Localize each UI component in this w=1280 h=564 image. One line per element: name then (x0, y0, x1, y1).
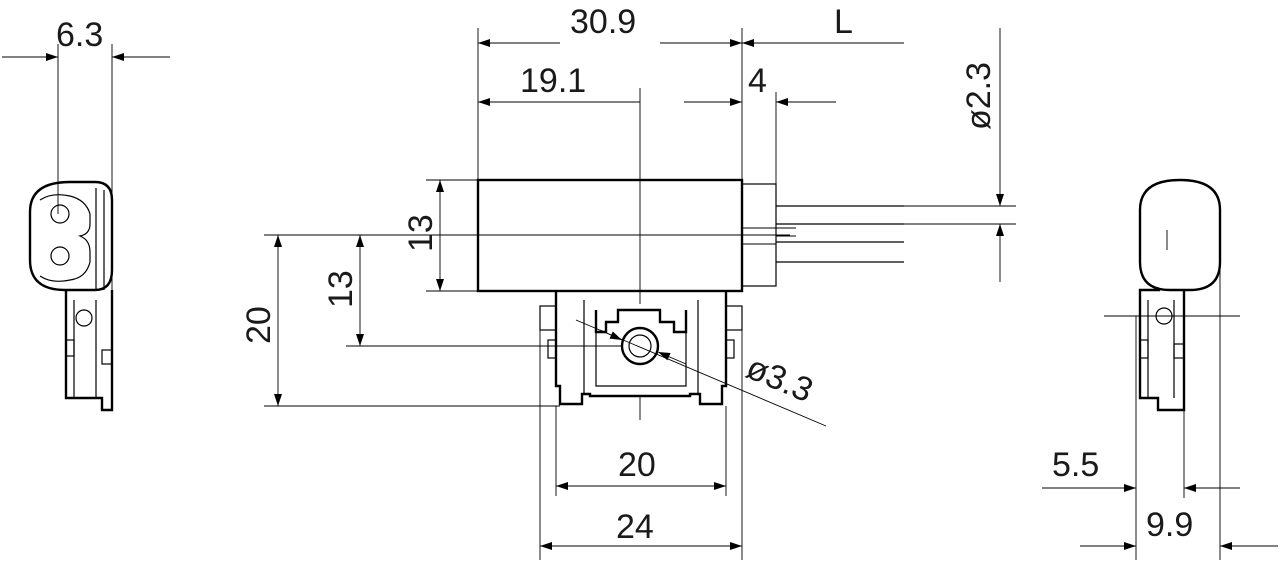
dim-19-1-label: 19.1 (520, 62, 586, 100)
right-side-view (1042, 178, 1278, 560)
dim-20-height-label: 20 (240, 306, 278, 344)
dim-4-label: 4 (748, 62, 767, 100)
left-side-view (2, 44, 170, 412)
dim-30-9-label: 30.9 (570, 3, 636, 41)
dim-dia-3-3-label: ø3.3 (741, 348, 818, 410)
front-view (264, 28, 1016, 560)
dim-13-body-label: 13 (402, 214, 440, 252)
dim-6-3-label: 6.3 (56, 16, 103, 54)
dim-20-width-label: 20 (618, 446, 656, 484)
dim-9-9-label: 9.9 (1146, 506, 1193, 544)
dim-13-hole-label: 13 (322, 270, 360, 308)
dim-24-label: 24 (616, 508, 654, 546)
dim-5-5-label: 5.5 (1052, 446, 1099, 484)
dim-L-label: L (834, 3, 853, 41)
dim-dia-2-3-label: ø2.3 (960, 62, 998, 130)
